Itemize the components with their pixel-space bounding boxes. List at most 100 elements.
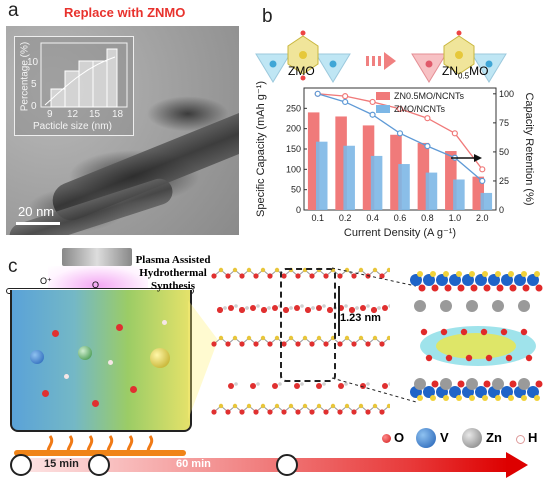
- lattice-v-atom: [260, 403, 266, 409]
- lattice-v-atom: [288, 335, 294, 341]
- crystal-v-atom: [423, 386, 435, 398]
- crystal-tag-atom: [456, 271, 462, 277]
- crystal-o-atom: [457, 380, 465, 388]
- panel-b-background: [248, 26, 546, 236]
- water-h-atom: [267, 306, 271, 310]
- lattice-o-atom: [323, 409, 329, 415]
- timeline-bar: [18, 458, 508, 472]
- legend-label-zmo: ZMO/NCNTs: [394, 104, 445, 114]
- lattice-o-atom: [253, 341, 259, 347]
- lattice-o-atom: [295, 341, 301, 347]
- lattice-v-atom: [274, 403, 280, 409]
- tetrahedron-right-zmo: [315, 53, 351, 83]
- lattice-v-atom: [218, 335, 224, 341]
- crystal-water-o: [420, 328, 428, 336]
- lattice-v-atom: [260, 267, 266, 273]
- lattice-v-atom: [358, 335, 364, 341]
- spacing-label: 1.23 nm: [340, 312, 381, 324]
- size-histogram-inset: 10 5 0 9 12 15 18 Pacticle size (nm) Per…: [14, 36, 134, 136]
- y-right-tick-label: 25: [499, 176, 509, 186]
- lattice-v-atom: [274, 267, 280, 273]
- x-tick-label: 0.4: [366, 213, 379, 223]
- crystal-tag-atom: [508, 271, 514, 277]
- lattice-v-atom: [386, 403, 390, 409]
- zn-legend-label: Zn: [486, 430, 502, 445]
- bar-zn05mo: [417, 142, 430, 210]
- gas-o-plus-label: O⁺: [40, 276, 52, 286]
- zn05mo-label: ZN0.5MO: [442, 64, 488, 80]
- lattice-o-atom: [351, 341, 357, 347]
- crystal-tag-atom: [469, 271, 475, 277]
- retention-point: [479, 177, 486, 185]
- water-o-atom: [305, 307, 311, 313]
- synthesis-title-line2: Hydrothermal: [139, 267, 207, 279]
- lattice-o-atom: [267, 341, 273, 347]
- crystal-v-atom: [462, 274, 474, 286]
- tetrahedron-left-znmo: [411, 53, 447, 83]
- lattice-o-atom: [281, 273, 287, 279]
- o-atom-znmo: [456, 30, 462, 36]
- lattice-o-atom: [281, 409, 287, 415]
- h-legend-icon: [516, 435, 525, 444]
- crystal-tag-atom: [417, 271, 423, 277]
- lattice-o-atom: [295, 409, 301, 415]
- retention-point: [314, 90, 321, 97]
- crystal-tag-atom: [417, 395, 423, 401]
- water-o-atom: [217, 307, 223, 313]
- bar-zn05mo: [445, 151, 457, 210]
- x-axis-label: Current Density (A g⁻¹): [344, 227, 456, 239]
- crystal-water-o: [445, 354, 453, 362]
- retention-point: [396, 105, 404, 113]
- retention-point: [424, 115, 431, 122]
- h-atom-in-solution: [64, 374, 69, 379]
- lattice-o-atom: [225, 409, 231, 415]
- lattice-v-atom: [316, 335, 322, 341]
- water-o-atom: [382, 383, 388, 389]
- lattice-v-atom: [246, 335, 252, 341]
- bar-zmo: [425, 172, 438, 210]
- zn-atom-in-solution: [78, 346, 92, 360]
- tetrahedron-left-zmo: [255, 53, 291, 83]
- o-atom-in-solution: [116, 324, 123, 331]
- bar-zmo: [398, 164, 410, 210]
- crystal-v-atom: [410, 274, 422, 286]
- lattice-v-atom: [246, 267, 252, 273]
- lattice-o-atom: [225, 273, 231, 279]
- crystal-tag-atom: [430, 395, 436, 401]
- scale-bar: [16, 222, 60, 225]
- y-right-axis-label: Capacity Retention (%): [523, 92, 535, 205]
- lattice-v-atom: [344, 403, 350, 409]
- crystal-o-atom: [483, 380, 491, 388]
- lattice-v-atom: [372, 267, 378, 273]
- crystal-zn-atom: [466, 300, 478, 312]
- zn-atom-zmo: [299, 51, 307, 59]
- replace-label: Replace with ZNMO: [64, 5, 186, 20]
- stopwatch-icon-end: [276, 454, 298, 476]
- water-h-atom: [256, 304, 260, 308]
- water-o-atom: [250, 305, 256, 311]
- lattice-o-atom: [211, 341, 217, 347]
- water-o-atom: [272, 305, 278, 311]
- gas-o-label: O: [92, 280, 100, 290]
- y-tick-label: 100: [286, 164, 301, 174]
- x-tick-label: 1.0: [449, 213, 462, 223]
- lattice-v-atom: [260, 335, 266, 341]
- v-atom-in-solution: [30, 350, 44, 364]
- o-atom-in-solution: [52, 330, 59, 337]
- inset-ylabel: Percentage (%): [19, 41, 31, 112]
- crystal-v-atom: [436, 274, 448, 286]
- retention-point: [342, 98, 349, 106]
- crystal-tag-atom: [534, 271, 540, 277]
- lattice-o-atom: [379, 409, 385, 415]
- x-tick-label: 0.1: [311, 213, 324, 223]
- h-atom-in-solution: [108, 360, 113, 365]
- zn-atom-znmo: [455, 51, 463, 59]
- lattice-v-atom: [372, 403, 378, 409]
- retention-point: [479, 166, 486, 173]
- crystal-v-atom: [527, 274, 539, 286]
- crystal-tag-atom: [456, 395, 462, 401]
- zoom-connectors: [331, 267, 417, 403]
- lattice-v-atom: [358, 403, 364, 409]
- crystal-v-atom: [501, 274, 513, 286]
